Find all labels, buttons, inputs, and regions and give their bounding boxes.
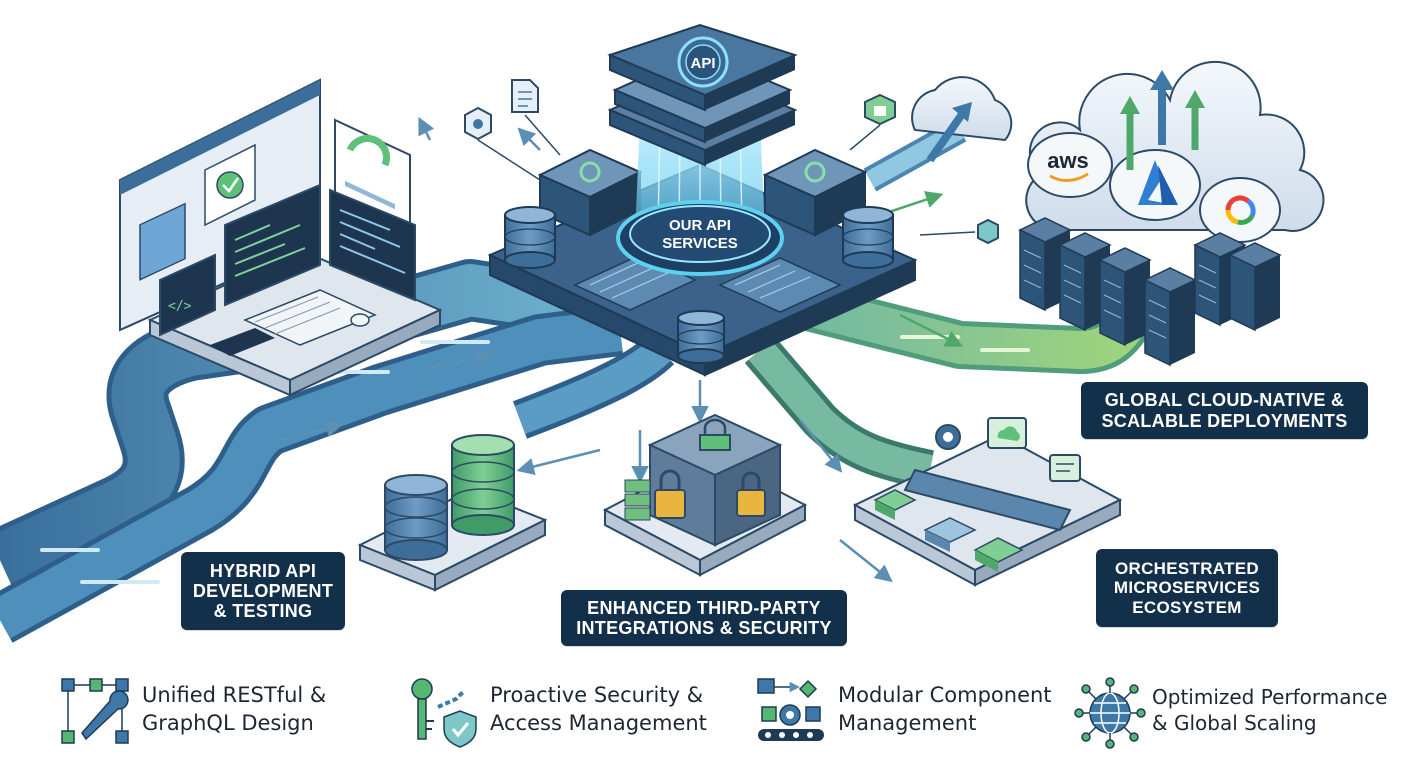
security-cube xyxy=(602,413,808,577)
aws-cloud: aws xyxy=(1027,132,1113,198)
feature-text: Modular Component Management xyxy=(838,682,1052,737)
azure-cloud xyxy=(1109,149,1201,221)
feature-line1: Unified RESTful & xyxy=(142,683,327,708)
key-shield-icon xyxy=(411,678,477,748)
upload-cloud-icon xyxy=(911,76,1013,163)
feature-line1: Optimized Performance xyxy=(1152,684,1388,709)
feature-line2: Access Management xyxy=(490,711,707,735)
core-label-line1: OUR API xyxy=(669,217,731,234)
database-island xyxy=(357,434,548,592)
microservices-platform xyxy=(852,417,1123,587)
api-gateway-tower: API xyxy=(607,23,798,167)
global-network-icon xyxy=(1074,677,1146,749)
microservice-module-a xyxy=(873,489,917,520)
label-third-party-integrations: ENHANCED THIRD-PARTY INTEGRATIONS & SECU… xyxy=(561,590,847,646)
document-icon xyxy=(511,79,539,113)
modular-component-icon xyxy=(757,678,824,741)
hub-database-center xyxy=(677,310,725,364)
feature-restful-graphql: Unified RESTful & GraphQL Design xyxy=(132,675,326,745)
code-glyph: </> xyxy=(168,299,192,314)
feature-line1: Proactive Security & xyxy=(490,683,704,708)
chat-bubble-icon xyxy=(1049,454,1081,482)
feature-performance-scaling: Optimized Performance & Global Scaling xyxy=(1142,675,1387,745)
feature-text: Optimized Performance & Global Scaling xyxy=(1152,684,1387,737)
restful-graphql-icon xyxy=(61,678,129,744)
label-hybrid-api: HYBRID API DEVELOPMENT & TESTING xyxy=(181,552,345,630)
cloud-deployment-cluster: aws xyxy=(911,60,1325,367)
hex-badge-icon xyxy=(977,218,999,245)
core-label-line2: SERVICES xyxy=(662,235,738,252)
feature-modular-components: Modular Component Management xyxy=(828,675,1052,745)
api-badge-text: API xyxy=(690,55,715,72)
feature-text: Unified RESTful & GraphQL Design xyxy=(142,682,326,737)
hub-database-left xyxy=(504,206,556,269)
microservice-module-c xyxy=(973,537,1024,572)
hub-database-right xyxy=(842,206,894,269)
scale-up-arrows xyxy=(1120,70,1205,170)
database-green-stack xyxy=(451,434,515,536)
hub-server-left xyxy=(537,148,643,237)
dev-workstation: </> xyxy=(119,78,443,397)
hub-server-right xyxy=(762,148,868,237)
database-blue-stack xyxy=(384,474,448,561)
cube-badge-icon xyxy=(464,106,492,141)
lock-badge-icon xyxy=(864,93,896,126)
feature-line2: Management xyxy=(838,711,977,735)
data-road-network xyxy=(0,116,1150,643)
google-cloud xyxy=(1199,177,1281,243)
feature-text: Proactive Security & Access Management xyxy=(490,682,707,737)
feature-line1: Modular Component xyxy=(838,683,1052,708)
floating-service-icons xyxy=(464,79,999,245)
feature-line2: GraphQL Design xyxy=(142,711,314,735)
label-cloud-native-deployments: GLOBAL CLOUD-NATIVE & SCALABLE DEPLOYMEN… xyxy=(1081,382,1368,439)
aws-logo-text: aws xyxy=(1047,148,1089,173)
cloud-chat-icon xyxy=(987,417,1027,449)
server-rack xyxy=(1143,267,1197,367)
feature-line2: & Global Scaling xyxy=(1152,711,1317,735)
central-api-hub: OUR API SERVICES API xyxy=(487,23,918,377)
server-rack xyxy=(1228,242,1282,332)
server-racks xyxy=(1018,217,1282,367)
feature-security-access: Proactive Security & Access Management xyxy=(480,675,707,745)
label-microservices-ecosystem: ORCHESTRATED MICROSERVICES ECOSYSTEM xyxy=(1096,549,1278,627)
microservice-module-b xyxy=(923,517,977,552)
gear-icon xyxy=(935,424,961,450)
